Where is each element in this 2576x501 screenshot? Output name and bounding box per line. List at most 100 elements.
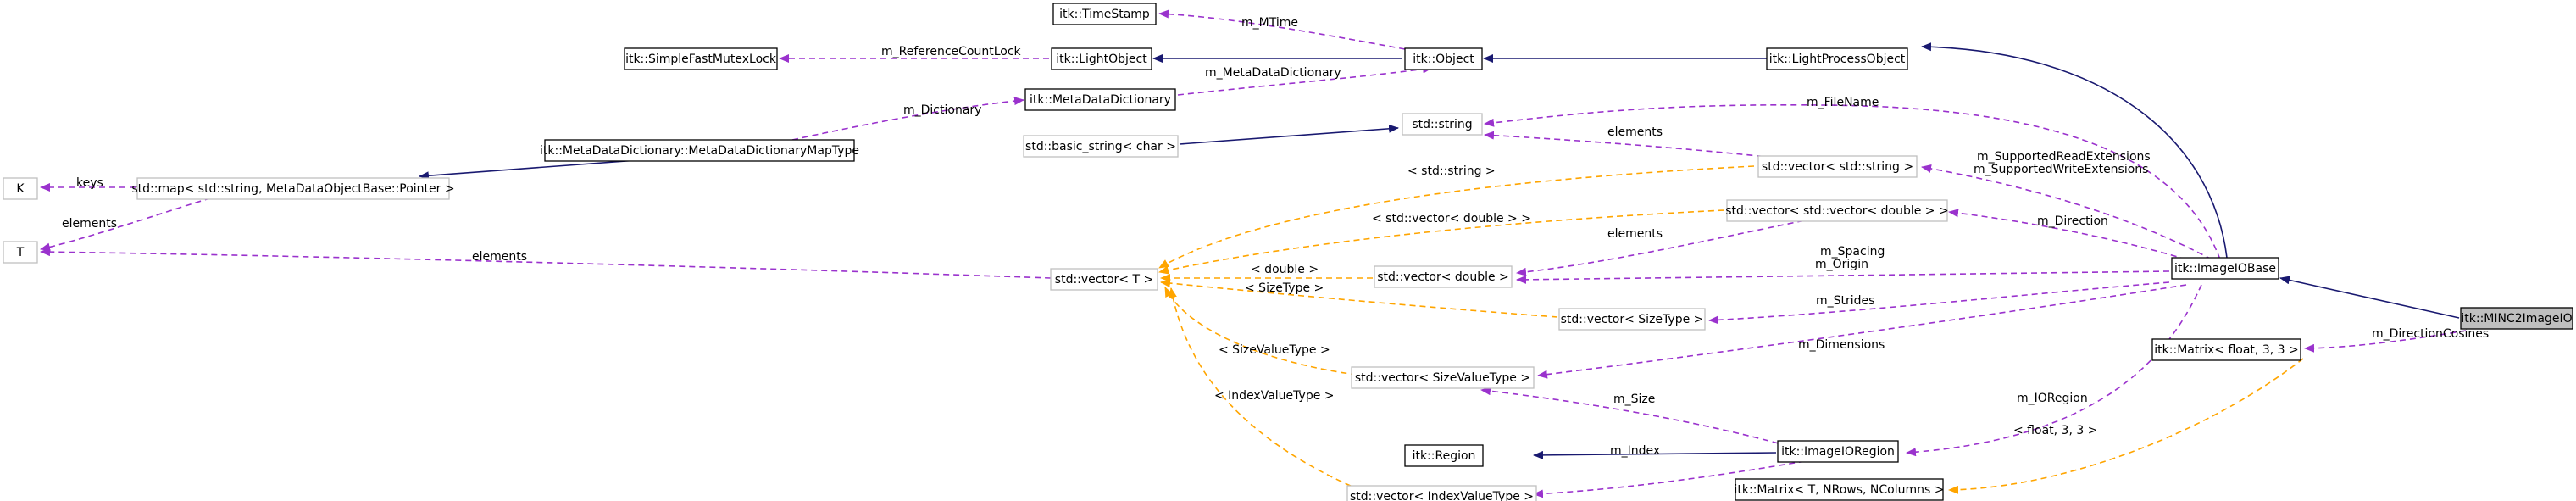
edge-t-to-vectort — [40, 248, 1052, 279]
edge-dictmaptype-to-metadatadictionary — [791, 97, 1024, 141]
edge-label-spacing: m_Spacing — [1820, 245, 1885, 259]
edge-label-extensions-read: m_SupportedReadExtensions — [1977, 150, 2151, 164]
node-label: itk::SimpleFastMutexLock — [625, 53, 777, 66]
node-label: itk::ImageIOBase — [2174, 262, 2276, 276]
edge-label-index: m_Index — [1610, 444, 1660, 458]
edge-label-size: m_Size — [1613, 392, 1655, 406]
node-imageiobase[interactable]: itk::ImageIOBase — [2171, 257, 2279, 280]
node-matrixfloat[interactable]: itk::Matrix< float, 3, 3 > — [2151, 338, 2301, 361]
edge-label-refcountlock: m_ReferenceCountLock — [881, 45, 1022, 58]
node-label: itk::Region — [1413, 449, 1476, 463]
edge-label-mtime: m_MTime — [1241, 16, 1298, 30]
edge-minc2imageio-to-imageiobase — [2279, 276, 2460, 319]
edge-label-direction: m_Direction — [2037, 214, 2108, 228]
node-vecindexvaluetype[interactable]: std::vector< IndexValueType > — [1346, 485, 1537, 501]
edge-imageioregion-to-region — [1533, 450, 1777, 459]
node-vecvecdouble[interactable]: std::vector< std::vector< double > > — [1725, 199, 1949, 222]
edge-label-dimensions: m_Dimensions — [1798, 338, 1885, 352]
node-vecsizetype[interactable]: std::vector< SizeType > — [1558, 308, 1706, 331]
edge-label-origin: m_Origin — [1815, 258, 1868, 271]
node-label: T — [16, 246, 25, 259]
edge-vecstring-to-imageiobase — [1921, 164, 2212, 260]
node-label: std::vector< std::string > — [1762, 160, 1913, 174]
edge-label-elements-string: elements — [1607, 125, 1663, 139]
node-label: std::basic_string< char > — [1025, 140, 1176, 153]
edge-label-sizevaluetype: < SizeValueType > — [1219, 343, 1330, 357]
edge-vecdouble-to-vecvecdouble — [1516, 218, 1814, 276]
edge-vectort-to-vecindexvaluetype — [1169, 287, 1361, 491]
edge-label-ioregion: m_IORegion — [2017, 392, 2088, 405]
node-stdstring[interactable]: std::string — [1402, 113, 1483, 136]
node-object[interactable]: itk::Object — [1404, 47, 1483, 70]
node-timestamp[interactable]: itk::TimeStamp — [1052, 3, 1157, 25]
node-label: itk::Object — [1413, 53, 1474, 66]
edge-basicstring-to-stdstring — [1179, 124, 1399, 145]
edge-label-elements-t-vector: elements — [472, 250, 527, 264]
node-label: std::vector< double > — [1377, 270, 1509, 284]
edge-label-keys: keys — [76, 176, 103, 190]
edge-label-strides: m_Strides — [1816, 294, 1874, 308]
node-vectort[interactable]: std::vector< T > — [1050, 268, 1158, 291]
edge-stdstring-to-vecstring — [1484, 131, 1814, 163]
edge-stdstring-to-imageiobase — [1484, 104, 2221, 260]
edge-label-indexvaluetype: < IndexValueType > — [1214, 389, 1335, 403]
node-vecdouble[interactable]: std::vector< double > — [1374, 265, 1513, 288]
edge-imageiobase-to-lightprocessobject — [1921, 42, 2228, 259]
node-label: itk::Matrix< float, 3, 3 > — [2154, 343, 2298, 357]
node-region[interactable]: itk::Region — [1404, 444, 1484, 467]
node-label: std::map< std::string, MetaDataObjectBas… — [131, 182, 454, 196]
node-imageioregion[interactable]: itk::ImageIORegion — [1777, 440, 1899, 463]
nodes: itk::TimeStamp itk::SimpleFastMutexLock … — [3, 3, 2573, 501]
node-label: K — [16, 182, 25, 196]
node-label: itk::MINC2ImageIO — [2461, 312, 2572, 326]
edge-label-extensions-write: m_SupportedWriteExtensions — [1974, 163, 2148, 176]
edge-label-float33: < float, 3, 3 > — [2013, 424, 2097, 437]
node-minc2imageio[interactable]: itk::MINC2ImageIO — [2460, 307, 2573, 330]
edge-vectort-to-vecsizevaluetype — [1164, 287, 1378, 378]
node-label: itk::LightObject — [1056, 53, 1147, 66]
edge-label-double: < double > — [1251, 263, 1319, 276]
node-metadatadictionary[interactable]: itk::MetaDataDictionary — [1024, 88, 1176, 111]
edge-label-std-string: < std::string > — [1407, 164, 1496, 178]
node-label: itk::MetaDataDictionary — [1030, 93, 1171, 107]
node-label: std::string — [1412, 118, 1472, 131]
node-vecstring[interactable]: std::vector< std::string > — [1757, 155, 1918, 178]
edge-imageioregion-to-imageiobase — [1906, 284, 2202, 457]
node-label: std::vector< IndexValueType > — [1350, 490, 1534, 501]
edge-vectort-to-vecsizetype — [1160, 279, 1558, 318]
edge-label-metadatadictionary: m_MetaDataDictionary — [1205, 66, 1341, 80]
node-lightobject[interactable]: itk::LightObject — [1051, 47, 1152, 70]
node-label: std::vector< std::vector< double > > — [1725, 204, 1948, 218]
edge-label-dictionary: m_Dictionary — [903, 103, 981, 117]
node-vecsizevaluetype[interactable]: std::vector< SizeValueType > — [1351, 366, 1535, 389]
edge-vecvecdouble-to-imageiobase — [1948, 209, 2187, 260]
edge-label-directioncosines: m_DirectionCosines — [2372, 327, 2489, 341]
node-basicstring[interactable]: std::basic_string< char > — [1023, 135, 1179, 158]
edge-label-elements-double: elements — [1607, 227, 1663, 241]
node-label: itk::MetaDataDictionary::MetaDataDiction… — [540, 144, 859, 158]
node-mutexlock[interactable]: itk::SimpleFastMutexLock — [624, 47, 778, 70]
edge-vecindexvaluetype-to-imageioregion — [1533, 460, 1806, 498]
node-t[interactable]: T — [3, 241, 38, 264]
edge-vecsizevaluetype-to-imageioregion — [1480, 387, 1789, 447]
edge-label-elements-t-map: elements — [62, 217, 117, 231]
edge-vecdouble-to-imageiobase — [1516, 270, 2170, 284]
edge-labels: m_MTime m_ReferenceCountLock m_MetaDataD… — [62, 16, 2489, 458]
edge-label-filename: m_FileName — [1807, 96, 1879, 109]
node-k[interactable]: K — [3, 177, 38, 200]
edge-label-vector-double: < std::vector< double > > — [1372, 212, 1531, 225]
node-stdmap[interactable]: std::map< std::string, MetaDataObjectBas… — [131, 177, 455, 200]
node-dictmaptype[interactable]: itk::MetaDataDictionary::MetaDataDiction… — [540, 139, 859, 162]
edge-object-to-timestamp — [1158, 9, 1406, 50]
node-label: std::vector< T > — [1055, 273, 1153, 287]
edge-label-sizetype: < SizeType > — [1245, 281, 1324, 295]
node-lightprocessobject[interactable]: itk::LightProcessObject — [1766, 47, 1908, 70]
edge-t-to-stdmap — [40, 194, 221, 252]
edge-matrixfloat-to-minc2imageio — [2304, 330, 2467, 353]
edge-vectort-to-vecvecdouble — [1158, 209, 1725, 275]
node-label: itk::ImageIORegion — [1781, 445, 1895, 459]
node-matrixtemplate[interactable]: itk::Matrix< T, NRows, NColumns > — [1735, 478, 1945, 501]
node-label: std::vector< SizeType > — [1561, 313, 1704, 326]
node-label: itk::LightProcessObject — [1769, 53, 1906, 66]
